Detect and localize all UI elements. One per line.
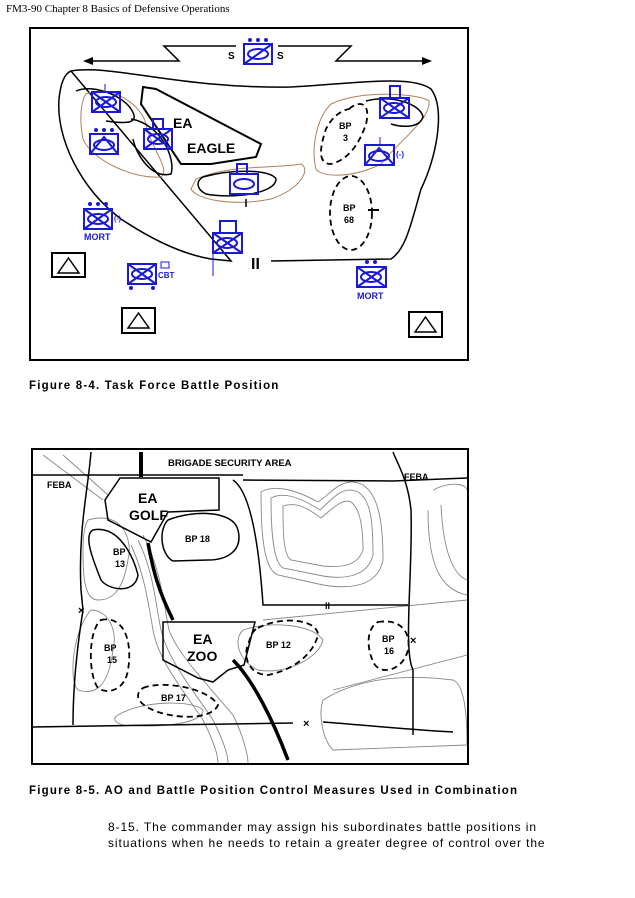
- terrain-contours: [42, 454, 467, 763]
- bp-13-outline: [88, 528, 139, 590]
- engagement-area-eagle: [139, 85, 263, 165]
- figure-8-5-caption: Figure 8-5. AO and Battle Position Contr…: [29, 785, 519, 797]
- armor-company-symbol-4: [212, 220, 243, 276]
- bp-17-outline: [137, 684, 219, 718]
- feba-label-left: FEBA: [47, 480, 72, 490]
- cbt-label: CBT: [158, 271, 175, 280]
- figure-8-4-caption: Figure 8-4. Task Force Battle Position: [29, 380, 280, 392]
- observation-post-icon-3: [408, 311, 443, 338]
- feba-line-right: [242, 477, 467, 482]
- bp-16-number: 16: [384, 646, 394, 656]
- minus-label-1: (-): [396, 150, 404, 159]
- bp-13-label: BP: [113, 547, 126, 557]
- bp-3-label: BP: [339, 121, 352, 131]
- mech-platoon-symbol: [89, 128, 119, 155]
- page-header: FM3-90 Chapter 8 Basics of Defensive Ope…: [6, 3, 230, 15]
- bp-12-label: BP 12: [266, 640, 291, 650]
- bp-15-label: BP: [104, 643, 117, 653]
- bp-16-outline: [367, 620, 410, 671]
- passage-point-x-3: ×: [410, 635, 416, 647]
- armor-company-symbol: [91, 84, 121, 113]
- bp-68-label: BP: [343, 203, 356, 213]
- figure-8-5-diagram: BRIGADE SECURITY AREA FEBA FEBA × × × II…: [31, 448, 469, 765]
- body-line-2: situations when he needs to retain a gre…: [108, 836, 546, 850]
- screen-label-right: S: [277, 51, 284, 62]
- bp-18-outline: [161, 512, 240, 562]
- screen-line: [83, 45, 432, 65]
- mort-label-left: MORT: [84, 232, 111, 242]
- bp-13-number: 13: [115, 559, 125, 569]
- passage-point-x-2: ×: [303, 718, 309, 730]
- eagle-label: EAGLE: [187, 140, 235, 156]
- bp-15-number: 15: [107, 655, 117, 665]
- bp-12-outline: [245, 619, 319, 676]
- bp-16-label: BP: [382, 634, 395, 644]
- battalion-boundary-symbol: II: [251, 256, 260, 273]
- body-paragraph: 8-15. The commander may assign his subor…: [108, 819, 548, 851]
- feba-label-right: FEBA: [404, 472, 429, 482]
- bp-3-outline: [320, 103, 369, 165]
- bp-68-number: 68: [344, 215, 354, 225]
- minus-label-2: (-): [114, 216, 121, 223]
- brigade-security-area-label: BRIGADE SECURITY AREA: [168, 458, 292, 469]
- screen-label-left: S: [228, 51, 235, 62]
- ea-golf-area: [104, 477, 220, 543]
- ea-zoo-label: EA: [193, 631, 212, 647]
- combat-trains-symbol: [127, 261, 170, 290]
- armor-unit-symbol: [229, 163, 259, 207]
- bp-3-number: 3: [343, 133, 348, 143]
- observation-post-icon: [51, 252, 86, 278]
- mortar-platoon-symbol-right: [356, 260, 387, 288]
- observation-post-icon-2: [121, 307, 156, 334]
- bp-18-label: BP 18: [185, 534, 210, 544]
- passage-point-x: ×: [78, 605, 84, 617]
- armor-company-symbol-3: [379, 85, 410, 119]
- mortar-platoon-symbol-left: [83, 202, 113, 230]
- mech-company-minus-symbol: [364, 137, 395, 166]
- ea-golf-label: EA: [138, 490, 157, 506]
- boundary-symbol-ii: II: [325, 601, 330, 611]
- ea-label: EA: [173, 115, 192, 131]
- mort-label-right: MORT: [357, 291, 384, 301]
- bp-15-outline: [89, 618, 131, 692]
- cavalry-unit-symbol: [243, 38, 273, 65]
- ea-zoo-name: ZOO: [187, 648, 217, 664]
- task-force-battle-position-outline: [58, 69, 440, 262]
- body-line-1: 8-15. The commander may assign his subor…: [108, 820, 537, 834]
- figure-8-4-diagram: S S EA EAGLE BP 3 BP 68 II: [29, 27, 469, 361]
- armor-company-symbol-2: [143, 118, 173, 150]
- ea-golf-name: GOLF: [129, 507, 168, 523]
- bp-68-outline: [329, 175, 373, 251]
- ea-zoo-area: [162, 621, 256, 683]
- bp-17-label: BP 17: [161, 693, 186, 703]
